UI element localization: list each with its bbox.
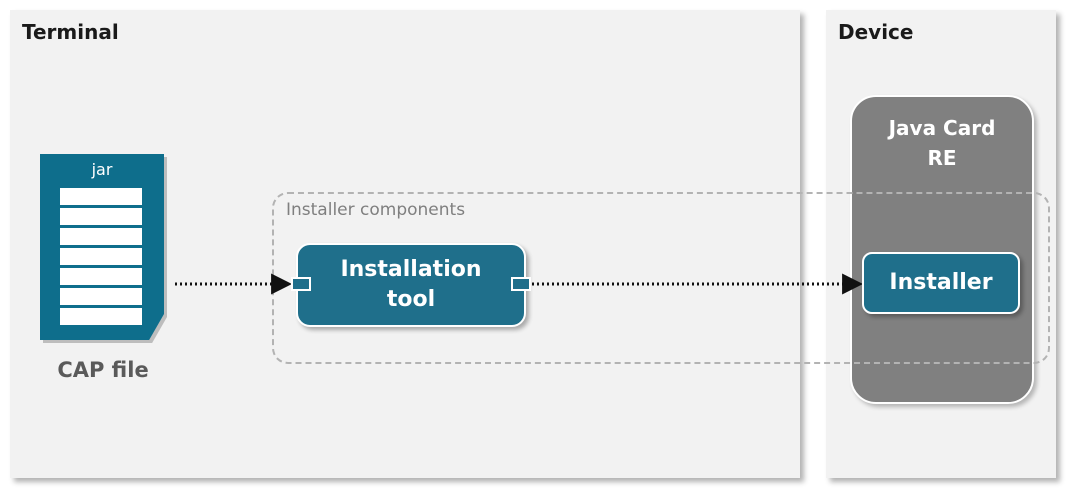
installer-components-label: Installer components	[286, 200, 466, 220]
installation-tool-output-port	[511, 277, 531, 291]
cap-file-icon: jar	[40, 154, 167, 343]
installation-tool-label-line1: Installation	[340, 257, 482, 282]
device-title: Device	[838, 20, 914, 44]
java-card-runtime: Java Card RE	[850, 95, 1034, 404]
java-card-runtime-label-line1: Java Card	[888, 116, 996, 140]
cap-file-row	[60, 268, 142, 285]
java-card-runtime-label-line2: RE	[927, 146, 957, 170]
cap-file-row	[60, 188, 142, 205]
cap-file-rows	[60, 188, 142, 328]
cap-file-row	[60, 248, 142, 265]
java-card-runtime-label: Java Card RE	[852, 113, 1032, 173]
cap-file-row	[60, 288, 142, 305]
jar-label: jar	[91, 160, 113, 179]
cap-file-row	[60, 308, 142, 325]
cap-file-row	[60, 228, 142, 245]
installer-node: Installer	[862, 252, 1020, 314]
installation-tool-label-line2: tool	[386, 287, 436, 312]
terminal-title: Terminal	[22, 20, 119, 44]
installation-tool-input-port	[291, 277, 311, 291]
cap-file-row	[60, 208, 142, 225]
installation-tool-node: Installation tool	[296, 243, 526, 327]
cap-file-label: CAP file	[57, 358, 149, 382]
